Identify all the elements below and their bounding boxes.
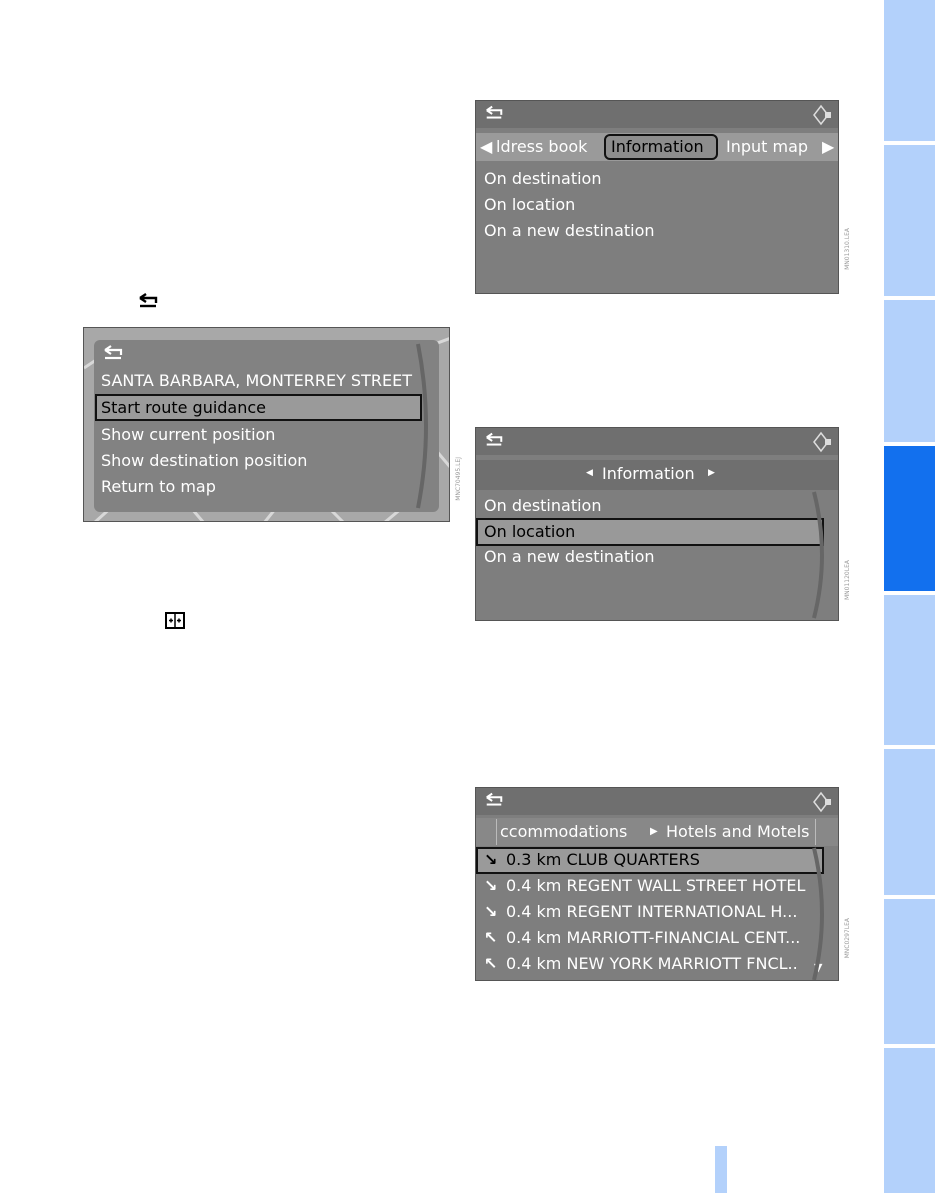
image-code: MNC70495.LEJ bbox=[455, 457, 462, 501]
poi-direction-icon: ↘ bbox=[484, 902, 498, 921]
poi-item-marriott-financial[interactable]: 0.4 km MARRIOTT-FINANCIAL CENT... bbox=[506, 928, 801, 947]
controller-arc bbox=[812, 847, 824, 980]
menu-item-show-destination-position[interactable]: Show destination position bbox=[101, 451, 308, 470]
back-arrow-icon[interactable] bbox=[484, 105, 504, 121]
controller-icon bbox=[813, 431, 831, 453]
chapter-tab-7[interactable] bbox=[884, 899, 935, 1044]
poi-item-club-quarters[interactable]: 0.3 km CLUB QUARTERS bbox=[506, 850, 700, 869]
tab-row: ◀ ldress book Information Input map ▶ bbox=[476, 133, 838, 161]
menu-item-on-new-destination[interactable]: On a new destination bbox=[484, 221, 655, 240]
menu-item-return-to-map[interactable]: Return to map bbox=[101, 477, 216, 496]
category-accommodations[interactable]: ccommodations bbox=[500, 822, 628, 841]
image-code: MN01120LEA bbox=[844, 560, 851, 600]
controller-arc bbox=[812, 491, 824, 619]
category-frame bbox=[496, 819, 816, 845]
poi-direction-icon: ↘ bbox=[484, 876, 498, 895]
header-right-arrow-icon[interactable]: ▶ bbox=[708, 468, 715, 478]
back-arrow-icon[interactable] bbox=[484, 792, 504, 808]
chapter-tab-5[interactable] bbox=[884, 595, 935, 745]
chapter-tab-4-active[interactable] bbox=[884, 446, 935, 591]
tab-address-book[interactable]: ldress book bbox=[496, 137, 588, 156]
tab-scroll-right-icon[interactable]: ▶ bbox=[822, 137, 835, 156]
info-tabs-screen: ◀ ldress book Information Input map ▶ On… bbox=[475, 100, 839, 294]
back-arrow-icon[interactable] bbox=[484, 432, 504, 448]
poi-item-regent-wall-street[interactable]: 0.4 km REGENT WALL STREET HOTEL bbox=[506, 876, 806, 895]
back-arrow-icon bbox=[139, 293, 158, 308]
subcategory-hotels-motels[interactable]: Hotels and Motels bbox=[666, 822, 810, 841]
menu-item-show-current-position[interactable]: Show current position bbox=[101, 425, 276, 444]
chapter-tab-6[interactable] bbox=[884, 749, 935, 895]
menu-item-on-destination[interactable]: On destination bbox=[484, 169, 602, 188]
header-row bbox=[476, 460, 838, 490]
poi-direction-icon: ↖ bbox=[484, 954, 498, 973]
image-code: MN01310.LEA bbox=[844, 228, 851, 270]
tab-scroll-left-icon[interactable]: ◀ bbox=[480, 137, 493, 156]
selection-highlight bbox=[95, 394, 422, 421]
poi-item-regent-international[interactable]: 0.4 km REGENT INTERNATIONAL H... bbox=[506, 902, 798, 921]
title-bar bbox=[476, 428, 838, 455]
controller-icon bbox=[813, 104, 831, 126]
title-bar bbox=[476, 788, 838, 815]
map-menu-screen: SANTA BARBARA, MONTERREY STREET Start ro… bbox=[83, 327, 450, 522]
header-left-arrow-icon[interactable]: ◀ bbox=[586, 468, 593, 478]
split-screen-icon bbox=[165, 612, 185, 629]
chapter-tab-8[interactable] bbox=[884, 1048, 935, 1193]
tab-input-map[interactable]: Input map bbox=[726, 137, 809, 156]
menu-item-on-location[interactable]: On location bbox=[484, 195, 576, 214]
controller-arc bbox=[416, 343, 428, 509]
menu-item-on-location[interactable]: On location bbox=[484, 522, 576, 541]
poi-direction-icon: ↘ bbox=[484, 850, 498, 869]
page-marker bbox=[715, 1146, 727, 1193]
controller-icon bbox=[813, 791, 831, 813]
menu-item-on-destination[interactable]: On destination bbox=[484, 496, 602, 515]
image-code: MNC0297LEA bbox=[844, 918, 851, 959]
poi-list-screen: ccommodations ▶ Hotels and Motels ↘ 0.3 … bbox=[475, 787, 839, 981]
menu-item-on-new-destination[interactable]: On a new destination bbox=[484, 547, 655, 566]
info-menu-screen: ◀ Information ▶ On destination On locati… bbox=[475, 427, 839, 621]
chapter-tab-1[interactable] bbox=[884, 0, 935, 141]
title-bar bbox=[476, 101, 838, 128]
map-menu-panel bbox=[94, 340, 439, 512]
chapter-tab-3[interactable] bbox=[884, 300, 935, 442]
menu-item-start-route-guidance[interactable]: Start route guidance bbox=[101, 398, 267, 417]
tab-information[interactable]: Information bbox=[611, 137, 704, 156]
poi-direction-icon: ↖ bbox=[484, 928, 498, 947]
category-row: ccommodations ▶ Hotels and Motels bbox=[476, 818, 838, 846]
chapter-tab-2[interactable] bbox=[884, 145, 935, 296]
selection-highlight bbox=[476, 518, 824, 546]
back-arrow-icon[interactable] bbox=[102, 345, 124, 361]
tab-selection-frame bbox=[604, 134, 718, 160]
map-menu-title: SANTA BARBARA, MONTERREY STREET bbox=[101, 371, 412, 390]
breadcrumb-arrow-icon: ▶ bbox=[650, 826, 658, 837]
poi-item-new-york-marriott[interactable]: 0.4 km NEW YORK MARRIOTT FNCL.. bbox=[506, 954, 798, 973]
selection-highlight bbox=[476, 847, 824, 874]
header-information: Information bbox=[602, 464, 695, 483]
